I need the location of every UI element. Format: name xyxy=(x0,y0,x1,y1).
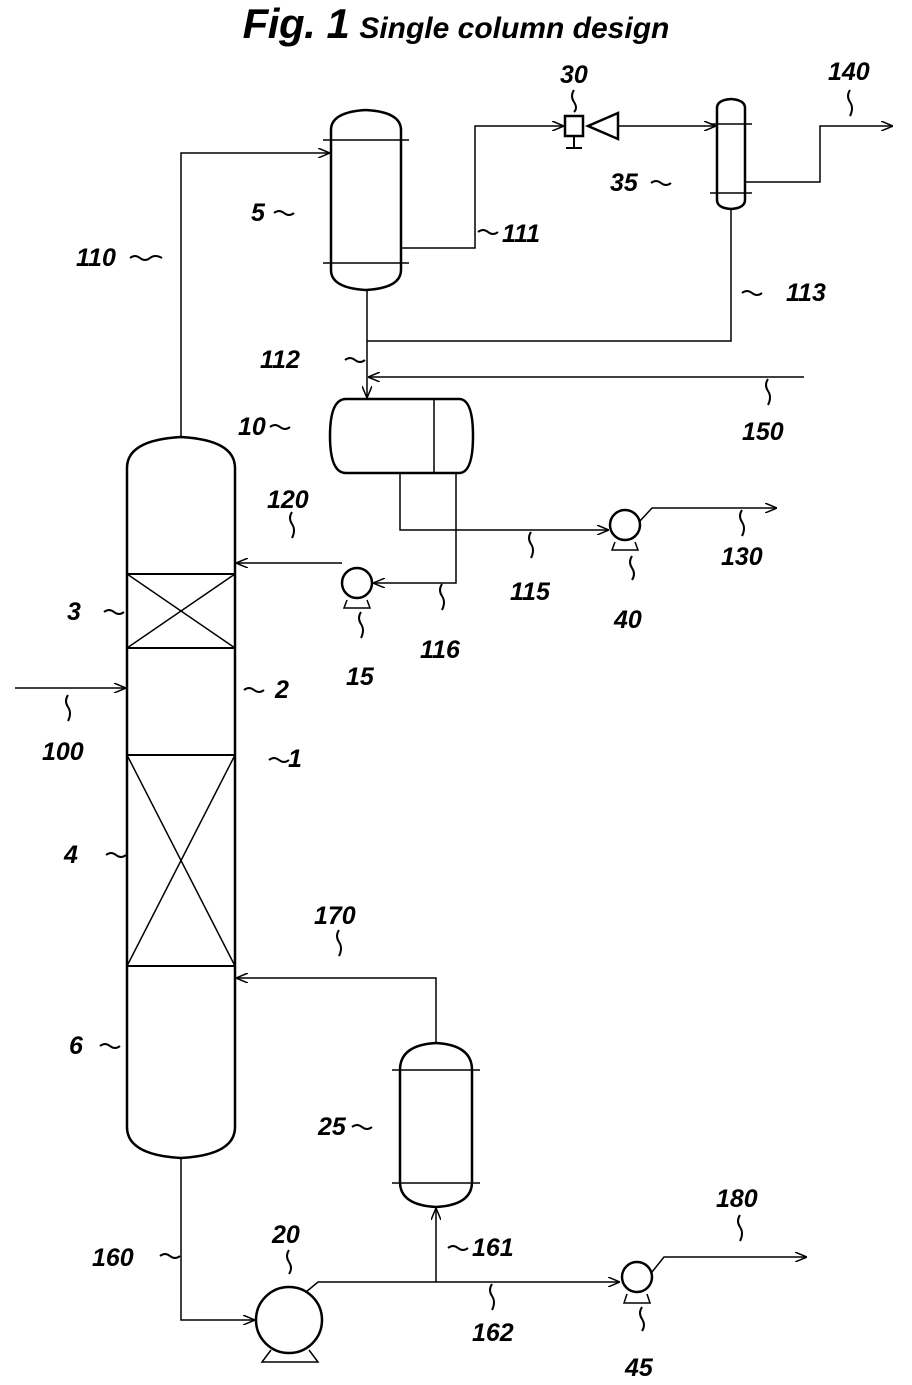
label-10: 10 xyxy=(238,413,266,441)
label-111: 111 xyxy=(502,220,540,248)
pump-20 xyxy=(256,1287,322,1362)
reboiler-vessel xyxy=(392,1043,480,1207)
label-180: 180 xyxy=(716,1185,758,1213)
label-45: 45 xyxy=(624,1354,654,1382)
label-6: 6 xyxy=(69,1032,84,1060)
label-25: 25 xyxy=(317,1113,347,1141)
label-110: 110 xyxy=(76,244,116,272)
label-113: 113 xyxy=(786,279,826,307)
label-150: 150 xyxy=(742,418,784,446)
label-5: 5 xyxy=(251,199,266,227)
label-40: 40 xyxy=(613,606,642,634)
label-120: 120 xyxy=(267,486,309,514)
main-column xyxy=(127,437,235,1158)
pump-40 xyxy=(610,510,640,550)
vent-condenser xyxy=(710,99,752,209)
label-170: 170 xyxy=(314,902,356,930)
label-162: 162 xyxy=(472,1319,514,1347)
label-100: 100 xyxy=(42,738,84,766)
label-115: 115 xyxy=(510,578,551,606)
label-112: 112 xyxy=(260,346,300,374)
label-15: 15 xyxy=(346,663,375,691)
label-20: 20 xyxy=(271,1221,300,1249)
label-30: 30 xyxy=(560,61,588,89)
label-3: 3 xyxy=(67,598,81,626)
pump-45 xyxy=(622,1262,652,1303)
compressor-30 xyxy=(565,113,618,148)
label-4: 4 xyxy=(63,841,78,869)
label-130: 130 xyxy=(721,543,763,571)
label-116: 116 xyxy=(420,636,461,664)
label-140: 140 xyxy=(828,58,870,86)
label-35: 35 xyxy=(610,169,639,197)
label-1: 1 xyxy=(288,745,302,773)
label-160: 160 xyxy=(92,1244,134,1272)
condenser-vessel xyxy=(323,110,409,290)
pump-15 xyxy=(342,568,372,608)
decanter-vessel xyxy=(330,399,473,473)
label-2: 2 xyxy=(274,676,289,704)
label-161: 161 xyxy=(472,1234,514,1262)
